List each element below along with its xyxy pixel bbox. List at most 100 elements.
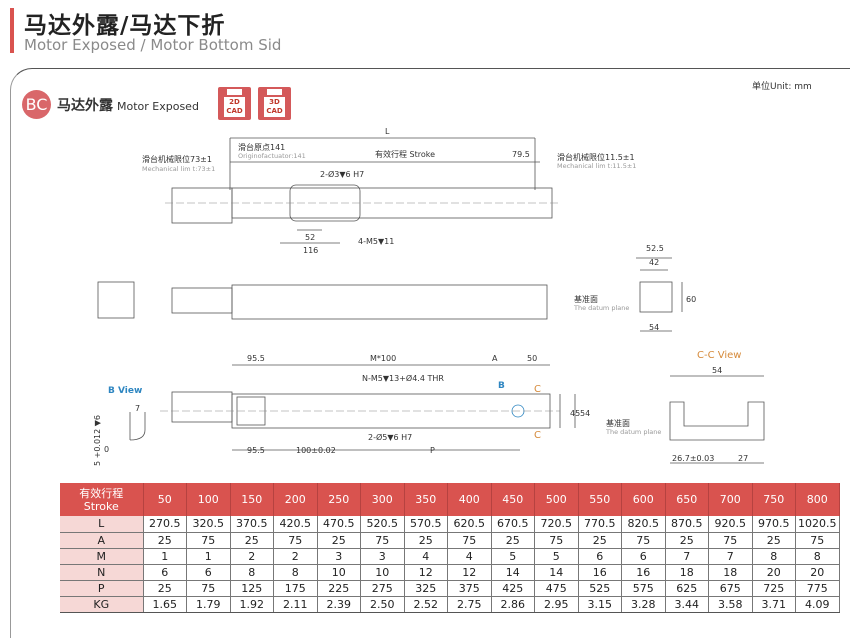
- label-mech-limit-left-en: Mechanical lim t:73±1: [142, 165, 215, 173]
- dim-54-end: 54: [649, 323, 659, 332]
- table-cell: 475: [534, 580, 579, 597]
- table-cell: 320.5: [186, 516, 231, 533]
- label-datum: 基准面: [574, 294, 598, 304]
- table-cell: 25: [316, 532, 361, 549]
- table-cell: 25: [490, 532, 535, 549]
- header-stroke-value: 600: [621, 483, 666, 516]
- table-cell: 4: [447, 548, 492, 565]
- header-stroke-value: 400: [447, 483, 492, 516]
- dim-54-cc: 54: [712, 366, 722, 375]
- table-cell: 625: [664, 580, 709, 597]
- table-cell: 2.50: [360, 596, 405, 613]
- table-cell: 775: [795, 580, 840, 597]
- label-mech-limit-left: 滑台机械限位73±1: [142, 154, 212, 164]
- table-cell: 2.52: [403, 596, 448, 613]
- table-cell: 75: [447, 532, 492, 549]
- drawing-line: [639, 281, 673, 313]
- header-stroke-value: 450: [491, 483, 535, 516]
- table-cell: 1: [142, 548, 187, 565]
- table-cell: 720.5: [534, 516, 579, 533]
- dim-54-bottom: 54: [580, 409, 590, 418]
- table-cell: 2.75: [447, 596, 492, 613]
- table-cell: 1.92: [229, 596, 274, 613]
- unit-label: 单位Unit: mm: [752, 82, 812, 92]
- header-stroke-value: 700: [708, 483, 753, 516]
- table-cell: 10: [316, 564, 361, 581]
- table-cell: 18: [708, 564, 753, 581]
- table-cell: 425: [490, 580, 535, 597]
- label-hole-d5: 2-Ø5▼6 H7: [368, 432, 412, 442]
- table-cell: 12: [447, 564, 492, 581]
- motor-end: [97, 281, 135, 319]
- dim-P: P: [430, 446, 435, 455]
- table-cell: 25: [142, 532, 187, 549]
- table-cell: 14: [534, 564, 579, 581]
- section-badge: BC: [22, 90, 51, 119]
- row-key: A: [60, 532, 144, 549]
- row-key: N: [60, 564, 144, 581]
- header-stroke-value: 800: [795, 483, 840, 516]
- table-cell: 6: [577, 548, 622, 565]
- dim-52-5: 52.5: [646, 244, 664, 253]
- dim-100: 100±0.02: [296, 446, 336, 455]
- table-cell: 6: [186, 564, 231, 581]
- table-cell: 2.95: [534, 596, 579, 613]
- row-key: L: [60, 516, 144, 533]
- table-cell: 75: [186, 532, 231, 549]
- table-cell: 14: [490, 564, 535, 581]
- title-accent-bar: [10, 8, 14, 53]
- table-cell: 325: [403, 580, 448, 597]
- cad-3d-button[interactable]: 3D CAD: [258, 87, 291, 120]
- header-stroke-value: 250: [317, 483, 361, 516]
- dim-L: L: [385, 127, 390, 136]
- table-cell: 4: [403, 548, 448, 565]
- page-subtitle: Motor Exposed / Motor Bottom Sid: [24, 36, 282, 54]
- label-stroke: 有效行程 Stroke: [375, 149, 435, 159]
- cad-2d-button[interactable]: 2D CAD: [218, 87, 251, 120]
- row-key: KG: [60, 596, 144, 613]
- table-cell: 75: [708, 532, 753, 549]
- header-stroke-value: 200: [273, 483, 318, 516]
- dim-60: 60: [686, 295, 696, 304]
- table-cell: 6: [621, 548, 666, 565]
- table-cell: 8: [751, 548, 796, 565]
- label-mech-limit-right-en: Mechanical lim t:11.5±1: [557, 162, 636, 170]
- table-cell: 370.5: [229, 516, 274, 533]
- table-cell: 25: [142, 580, 187, 597]
- table-cell: 25: [751, 532, 796, 549]
- header-stroke-value: 550: [578, 483, 622, 516]
- table-cell: 8: [795, 548, 840, 565]
- drawing-line: [129, 412, 146, 441]
- table-cell: 2.11: [273, 596, 318, 613]
- header-stroke-value: 150: [230, 483, 274, 516]
- table-cell: 5: [490, 548, 535, 565]
- table-cell: 5: [534, 548, 579, 565]
- table-cell: 3: [360, 548, 405, 565]
- cc-section: [669, 401, 765, 441]
- table-cell: 870.5: [664, 516, 709, 533]
- table-cell: 820.5: [621, 516, 666, 533]
- table-cell: 25: [403, 532, 448, 549]
- label-hole-h7: 2-Ø3▼6 H7: [320, 169, 364, 179]
- table-cell: 75: [621, 532, 666, 549]
- table-cell: 1: [186, 548, 231, 565]
- dim-zero: 0: [104, 445, 109, 454]
- dim-45: 45: [570, 409, 580, 418]
- section-title-cn: 马达外露: [57, 98, 113, 114]
- table-cell: 2: [273, 548, 318, 565]
- table-cell: 275: [360, 580, 405, 597]
- floppy-icon: [227, 89, 242, 95]
- marker-C-bottom: C: [534, 430, 541, 441]
- marker-C-top: C: [534, 384, 541, 395]
- table-cell: 25: [577, 532, 622, 549]
- header-stroke-value: 50: [143, 483, 187, 516]
- table-cell: 270.5: [142, 516, 187, 533]
- motor-top: [171, 187, 233, 224]
